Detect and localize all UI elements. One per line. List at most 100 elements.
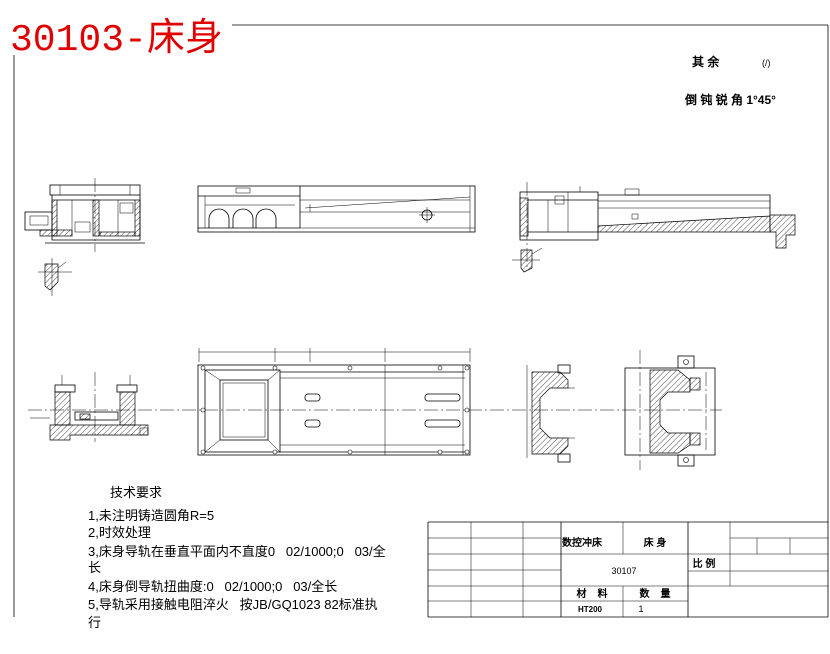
left-wall-section <box>54 391 71 426</box>
tech-line: 行 <box>88 615 101 630</box>
bolt-hole <box>200 449 206 455</box>
title-block: 数控冲床 床 身 30107 比 例 材 料 数 量 HT200 1 <box>427 521 828 617</box>
bolt-hole <box>272 449 278 455</box>
top-pad <box>116 384 138 393</box>
floor-slot-section <box>79 413 91 420</box>
top-pad <box>54 384 76 393</box>
quantity-value: 1 <box>638 604 643 614</box>
extension-slot <box>29 215 49 226</box>
bolt-hole <box>347 449 353 455</box>
chamfer-note: 倒 钝 锐 角 1°45° <box>684 92 776 107</box>
roughness-label: 其 余 <box>692 54 720 69</box>
tech-heading: 技术要求 <box>110 485 162 500</box>
bolt-hole <box>272 365 278 371</box>
corner-line <box>204 369 221 381</box>
center-rib-section <box>92 199 100 237</box>
bolt-hole <box>437 365 443 371</box>
bolt-hole <box>464 449 470 455</box>
detail-section <box>520 249 533 273</box>
head-wall-section <box>519 197 529 237</box>
flange-block <box>557 364 571 374</box>
tech-line: 5,导轨采用接触电阻淬火 按JB/GQ1023 82标准执 <box>88 597 378 612</box>
quantity-label: 数 量 <box>639 587 670 600</box>
end-outline <box>624 367 716 456</box>
inner-pocket <box>74 221 91 233</box>
arch-opening <box>208 208 230 228</box>
right-wall-section <box>119 391 136 426</box>
channel-section <box>531 371 569 455</box>
head-outline <box>519 191 599 241</box>
table-window <box>219 379 269 441</box>
bolt-hole <box>200 365 206 371</box>
slot <box>304 393 321 402</box>
slot <box>424 419 461 428</box>
edge-block <box>139 427 149 436</box>
cross-section-view <box>30 372 149 442</box>
rail-top <box>598 194 771 215</box>
end-section-view <box>624 350 716 470</box>
arch-opening <box>255 208 277 228</box>
tech-line: 3,床身导轨在垂直平面内不直度0 02/1000;0 03/全 <box>88 544 386 559</box>
right-wall-section <box>134 199 141 237</box>
section-detail-a <box>38 258 72 296</box>
top-cap <box>49 184 141 196</box>
taper-line <box>304 196 471 209</box>
base-flange-section <box>99 231 136 237</box>
tech-line: 1,未注明铸造圆角R=5 <box>88 508 214 523</box>
base-flange-section <box>39 229 73 237</box>
part-name: 床 身 <box>644 536 667 549</box>
bolt-hole <box>437 449 443 455</box>
tech-line: 4,床身倒导轨扭曲度:0 02/1000;0 03/全长 <box>88 579 337 594</box>
technical-requirements: 技术要求 1,未注明铸造圆角R=5 2,时效处理 3,床身导轨在垂直平面内不直度… <box>88 485 386 630</box>
tech-line: 长 <box>88 560 101 575</box>
top-rail-view <box>197 185 476 233</box>
bolt-hole <box>683 359 689 365</box>
corner-line <box>204 439 221 453</box>
slot <box>304 419 321 428</box>
pad-section <box>689 377 701 391</box>
bolt-hole <box>464 407 470 413</box>
section-detail-c <box>512 247 543 273</box>
small-mark <box>631 213 639 220</box>
left-extension <box>24 211 53 231</box>
plan-outline <box>197 364 471 456</box>
clamp-block <box>677 355 695 369</box>
table-window-inner <box>222 382 266 438</box>
bolt-hole <box>683 457 689 463</box>
small-pocket <box>554 195 565 205</box>
leader-line <box>531 247 543 255</box>
plan-view <box>197 348 471 456</box>
roughness-symbol: (/) <box>762 58 771 68</box>
top-boss <box>235 187 251 194</box>
flange-block <box>557 453 571 463</box>
bolt-hole <box>347 365 353 371</box>
base-plate-section <box>49 424 149 441</box>
end-channel-section <box>649 369 691 454</box>
drawing-title: 30103-床身 <box>10 17 223 62</box>
drawing-number: 30107 <box>611 566 636 576</box>
tech-line: 2,时效处理 <box>88 525 151 540</box>
front-section-view <box>24 178 145 252</box>
side-rail-view <box>519 182 796 268</box>
bolt-hole <box>200 407 206 413</box>
arch-opening <box>232 208 254 228</box>
leader-line <box>57 261 67 269</box>
bolt-hole <box>464 365 470 371</box>
drawing-frame <box>13 24 829 618</box>
rail-end-section <box>769 214 796 249</box>
side-pocket <box>119 202 134 214</box>
slot <box>424 393 461 402</box>
corner-line <box>267 369 281 381</box>
scale-label: 比 例 <box>693 557 716 570</box>
material-value: HT200 <box>578 605 603 614</box>
detail-section <box>44 263 59 291</box>
material-label: 材 料 <box>576 587 607 600</box>
top-block <box>624 188 640 196</box>
inner-floor <box>74 411 119 421</box>
machine-name: 数控冲床 <box>562 536 603 549</box>
corner-line <box>267 439 281 453</box>
clamp-block <box>677 454 695 467</box>
rail-outline <box>197 185 476 233</box>
rail-section-view <box>526 364 575 463</box>
